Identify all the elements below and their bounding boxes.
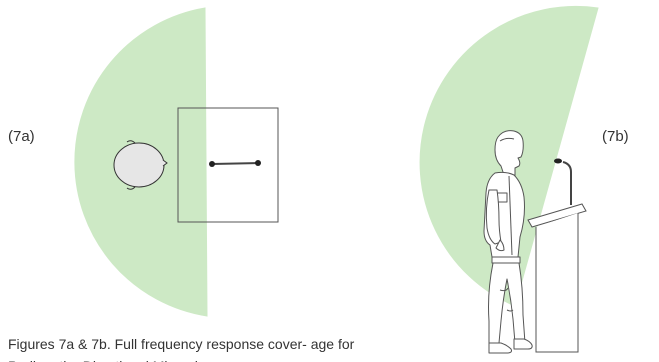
figure-label-7a: (7a) xyxy=(8,128,35,145)
figure-7b xyxy=(419,5,599,354)
figure-caption: Figures 7a & 7b. Full frequency response… xyxy=(8,336,355,362)
head-top-view-icon xyxy=(113,140,168,190)
microphone-icon xyxy=(209,160,261,167)
podium-icon xyxy=(527,203,587,353)
figure-7a xyxy=(74,7,279,317)
standing-person-icon xyxy=(483,130,533,354)
microphone-icon xyxy=(554,158,572,205)
figure-label-7b: (7b) xyxy=(602,128,629,145)
podium-top-view xyxy=(177,107,279,223)
